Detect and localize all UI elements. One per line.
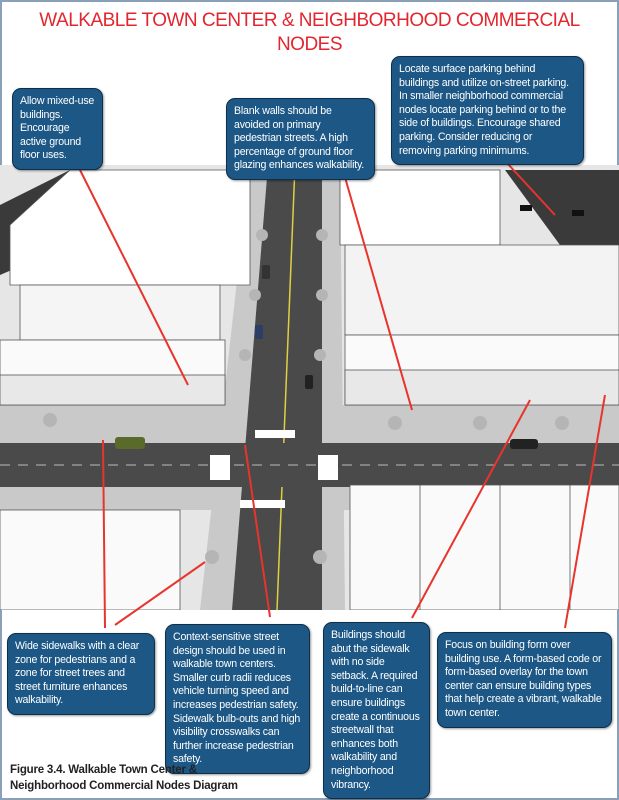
callout-street-design: Context-sensitive street design should b… — [165, 624, 310, 774]
page-title: WALKABLE TOWN CENTER & NEIGHBORHOOD COMM… — [39, 10, 580, 55]
town-center-aerial-illustration — [0, 165, 619, 610]
buildings-left-block — [0, 169, 251, 406]
caption-line-2: Neighborhood Commercial Nodes Diagram — [10, 780, 238, 792]
callout-mixed-use: Allow mixed-use buildings. Encourage act… — [12, 88, 103, 170]
callout-sidewalks: Wide sidewalks with a clear zone for ped… — [7, 633, 155, 715]
cross-street — [0, 443, 619, 487]
callout-parking: Locate surface parking behind buildings … — [391, 56, 584, 166]
caption-line-1: Figure 3.4. Walkable Town Center & — [10, 764, 197, 776]
figure-caption: Figure 3.4. Walkable Town Center & Neigh… — [10, 762, 238, 794]
callout-blank-walls: Blank walls should be avoided on primary… — [226, 98, 375, 180]
callout-form-based-code: Focus on building form over building use… — [437, 632, 612, 728]
callout-build-to-line: Buildings should abut the sidewalk with … — [323, 622, 430, 800]
